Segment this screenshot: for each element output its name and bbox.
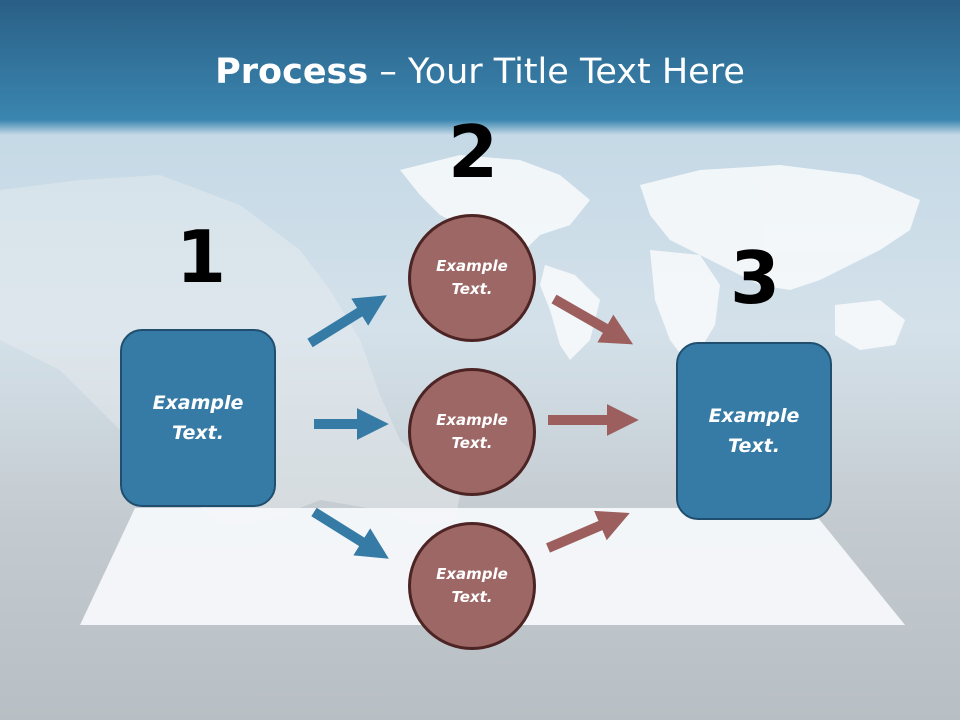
world-map-icon bbox=[400, 155, 920, 360]
process-circle-middle[interactable]: Example Text. bbox=[408, 368, 536, 496]
circle-bottom-label: Example Text. bbox=[436, 565, 508, 606]
box-left-label: Example Text. bbox=[152, 392, 244, 444]
process-box-left[interactable]: Example Text. bbox=[120, 329, 276, 507]
step-number-3: 3 bbox=[730, 236, 781, 320]
step-number-2: 2 bbox=[448, 110, 499, 194]
title-bold: Process bbox=[215, 52, 369, 92]
circle-top-label: Example Text. bbox=[436, 257, 508, 298]
step-number-1: 1 bbox=[176, 215, 227, 299]
process-circle-bottom[interactable]: Example Text. bbox=[408, 522, 536, 650]
box-right-label: Example Text. bbox=[708, 405, 800, 457]
process-box-right[interactable]: Example Text. bbox=[676, 342, 832, 520]
circle-middle-label: Example Text. bbox=[436, 411, 508, 452]
slide-title: Process – Your Title Text Here bbox=[0, 52, 960, 92]
title-rest: – Your Title Text Here bbox=[368, 52, 745, 92]
process-circle-top[interactable]: Example Text. bbox=[408, 214, 536, 342]
